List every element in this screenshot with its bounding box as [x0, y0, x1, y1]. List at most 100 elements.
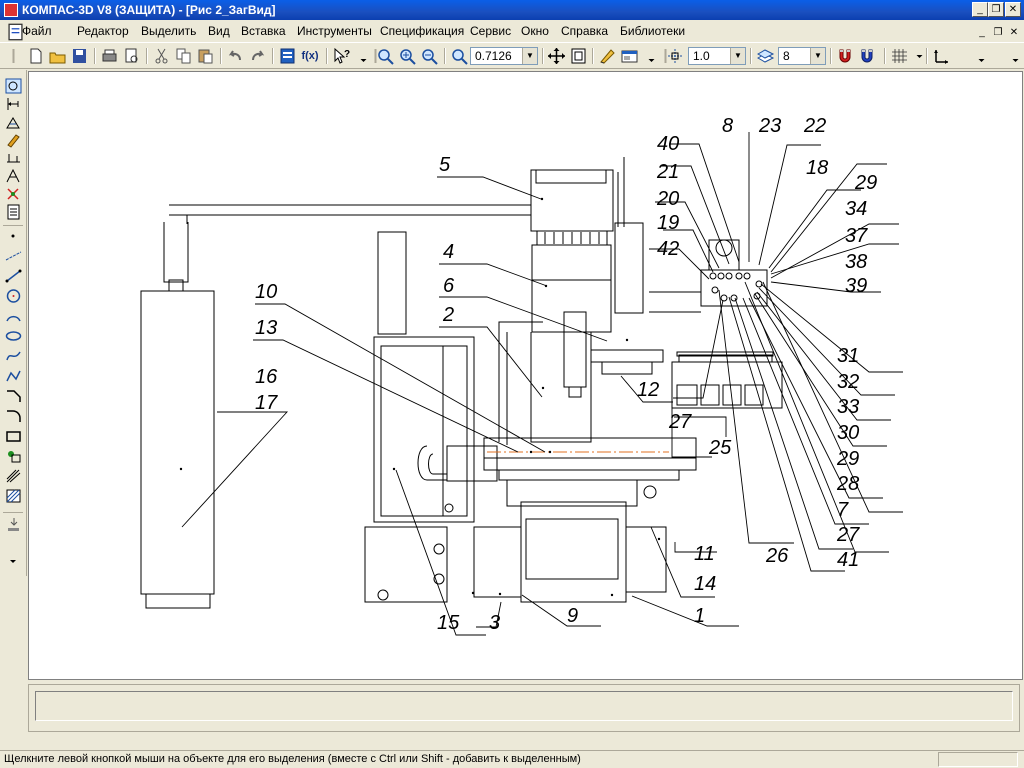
- snap-magnet-icon[interactable]: [836, 47, 855, 65]
- menu-select[interactable]: Выделить: [141, 24, 197, 38]
- part-label: 15: [437, 612, 460, 634]
- selection-panel-icon[interactable]: [5, 186, 22, 202]
- chevron-down-icon[interactable]: [910, 47, 923, 65]
- help-pointer-icon[interactable]: ?: [332, 47, 351, 65]
- toolbar-overflow-icon[interactable]: [972, 47, 985, 65]
- redo-icon[interactable]: [248, 47, 267, 65]
- manager-icon[interactable]: [278, 47, 297, 65]
- toolbar-grip[interactable]: [4, 47, 15, 65]
- new-document-icon[interactable]: [26, 47, 45, 65]
- polyline-icon[interactable]: [5, 368, 22, 384]
- zoom-window-icon[interactable]: [376, 47, 395, 65]
- refresh-view-icon[interactable]: [598, 47, 617, 65]
- part-label: 10: [255, 281, 277, 303]
- ellipse-icon[interactable]: [5, 328, 22, 344]
- doc-restore-button[interactable]: ❐: [993, 27, 1003, 38]
- chevron-down-icon[interactable]: ▼: [522, 48, 537, 64]
- zoom-scale-combo[interactable]: 0.7126 ▼: [470, 47, 538, 65]
- menu-view[interactable]: Вид: [208, 24, 230, 38]
- specification-panel-icon[interactable]: [5, 204, 22, 220]
- part-label: 26: [765, 545, 789, 567]
- fillet-icon[interactable]: [5, 408, 22, 424]
- open-folder-icon[interactable]: [48, 47, 67, 65]
- copy-icon[interactable]: [174, 47, 193, 65]
- arc-icon[interactable]: [5, 308, 22, 324]
- menu-tools[interactable]: Инструменты: [297, 24, 372, 38]
- toolbar-overflow-icon[interactable]: [642, 47, 655, 65]
- kompas-app-icon[interactable]: [4, 3, 18, 17]
- base-frame-part[interactable]: [373, 336, 475, 523]
- contour-icon[interactable]: [5, 448, 22, 464]
- menu-help[interactable]: Справка: [561, 24, 609, 38]
- pan-icon[interactable]: [547, 47, 566, 65]
- menu-window[interactable]: Окно: [521, 24, 549, 38]
- restore-button[interactable]: ❐: [988, 2, 1004, 17]
- work-table-part[interactable]: [483, 437, 697, 459]
- assembly-drawing[interactable]: 5 4 6 2 10 13 16 17 15 3 9 1 11 14 12 27…: [29, 72, 1022, 679]
- local-snap-magnet-icon[interactable]: [858, 47, 877, 65]
- minimize-button[interactable]: _: [972, 2, 988, 17]
- parametrization-panel-icon[interactable]: [5, 150, 22, 166]
- fill-icon[interactable]: [5, 516, 22, 532]
- menu-insert[interactable]: Вставка: [241, 24, 286, 38]
- spindle-head-part[interactable]: [530, 169, 614, 232]
- cursor-step-icon[interactable]: [666, 47, 685, 65]
- auxiliary-line-icon[interactable]: [5, 248, 22, 264]
- equidistant-icon[interactable]: [5, 468, 22, 484]
- point-icon[interactable]: [5, 228, 22, 244]
- current-layer-combo[interactable]: 8 ▼: [778, 47, 826, 65]
- edit-panel-icon[interactable]: [5, 132, 22, 148]
- local-cs-icon[interactable]: [932, 47, 951, 65]
- rectangle-icon[interactable]: [5, 428, 22, 444]
- toolbar-overflow-icon[interactable]: [354, 47, 367, 65]
- toolbar-grip[interactable]: [366, 47, 377, 65]
- designations-panel-icon[interactable]: [5, 114, 22, 130]
- svg-text:?: ?: [344, 49, 350, 60]
- grid-icon[interactable]: [890, 47, 909, 65]
- spline-icon[interactable]: [5, 348, 22, 364]
- close-button[interactable]: ✕: [1005, 2, 1021, 17]
- menu-service[interactable]: Сервис: [470, 24, 512, 38]
- doc-minimize-button[interactable]: _: [979, 27, 985, 38]
- chevron-down-icon[interactable]: ▼: [730, 48, 745, 64]
- command-line-field[interactable]: [35, 691, 1013, 721]
- menu-file[interactable]: Файл: [22, 24, 52, 38]
- menu-libraries[interactable]: Библиотеки: [620, 24, 686, 38]
- print-icon[interactable]: [100, 47, 119, 65]
- hatch-icon[interactable]: [5, 488, 22, 504]
- chevron-down-icon[interactable]: ▼: [810, 48, 825, 64]
- part-label: 38: [845, 251, 867, 273]
- drawing-canvas[interactable]: 5 4 6 2 10 13 16 17 15 3 9 1 11 14 12 27…: [28, 71, 1023, 680]
- undo-icon[interactable]: [226, 47, 245, 65]
- toolbar-overflow-icon[interactable]: [1006, 47, 1019, 65]
- menu-editor[interactable]: Редактор: [77, 24, 129, 38]
- measure-panel-icon[interactable]: [5, 168, 22, 184]
- chamfer-icon[interactable]: [5, 388, 22, 404]
- support-column-part[interactable]: [377, 231, 407, 335]
- segment-icon[interactable]: [5, 268, 22, 284]
- zoom-out-icon[interactable]: [420, 47, 439, 65]
- menu-specification[interactable]: Спецификация: [380, 24, 465, 38]
- properties-panel-icon[interactable]: [620, 47, 639, 65]
- variables-fx-button[interactable]: f(x): [301, 50, 319, 62]
- zoom-in-icon[interactable]: [398, 47, 417, 65]
- layers-icon[interactable]: [756, 47, 775, 65]
- toolbar-overflow-icon[interactable]: [0, 556, 26, 566]
- geometry-panel-icon[interactable]: [5, 78, 22, 94]
- cursor-step-combo[interactable]: 1.0 ▼: [688, 47, 746, 65]
- zoom-scale-icon[interactable]: [450, 47, 469, 65]
- cabinet-part[interactable]: [140, 290, 215, 595]
- show-all-icon[interactable]: [569, 47, 588, 65]
- part-label: 30: [837, 422, 859, 444]
- circle-icon[interactable]: [5, 288, 22, 304]
- knee-part[interactable]: [520, 501, 627, 603]
- doc-close-button[interactable]: ✕: [1009, 27, 1019, 38]
- document-icon[interactable]: [6, 23, 23, 41]
- toolbar-grip[interactable]: [656, 47, 667, 65]
- print-preview-icon[interactable]: [122, 47, 141, 65]
- toolbar-separator: [272, 48, 274, 64]
- paste-icon[interactable]: [196, 47, 215, 65]
- save-icon[interactable]: [70, 47, 89, 65]
- dimensions-panel-icon[interactable]: [5, 96, 22, 112]
- cut-icon[interactable]: [152, 47, 171, 65]
